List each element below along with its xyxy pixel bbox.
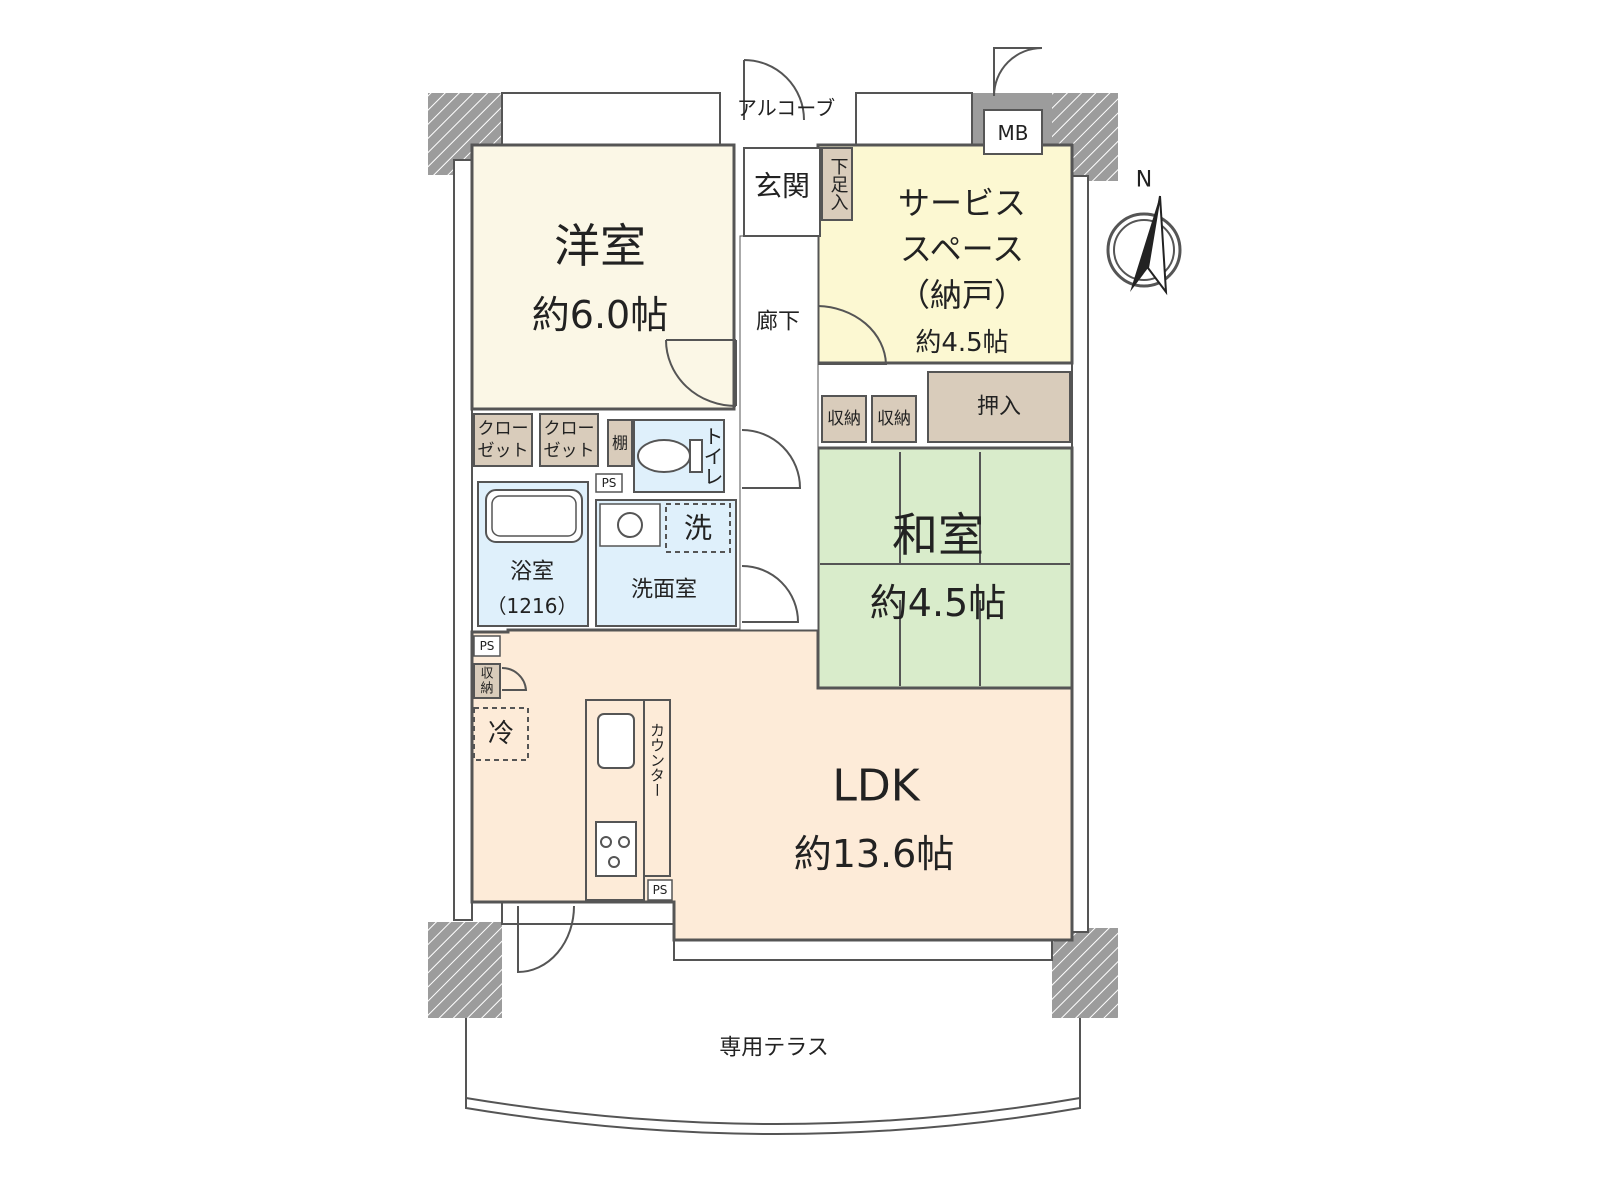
top-wall-west (501, 92, 721, 146)
closet-1-line1: クロー (478, 419, 529, 439)
entrance (743, 147, 821, 237)
mb-box (983, 109, 1043, 155)
burner-icon (600, 836, 612, 848)
washroom-door (741, 565, 800, 623)
counter-label: カウンター (648, 723, 666, 798)
right-wall (1071, 175, 1089, 933)
toilet-label: トイレ (700, 426, 724, 486)
service-door (817, 305, 888, 365)
alcove-label: アルコーブ (737, 96, 835, 120)
compass: N (1106, 168, 1182, 296)
closet-2-line2: ゼット (544, 441, 595, 461)
pipe-spaces (473, 109, 1043, 901)
oshiire-label: 押入 (977, 395, 1021, 420)
service-area: 約4.5帖 (915, 328, 1008, 358)
small-storage (473, 663, 501, 699)
shoe-box-label: 下足入 (828, 157, 849, 211)
burner-icon (618, 836, 630, 848)
compass-needle-icon (1130, 196, 1160, 292)
compass-north-label: N (1136, 168, 1152, 193)
closet-2-line1: クロー (544, 419, 595, 439)
storage-1-label: 収納 (827, 409, 861, 429)
toilet-tank-icon (689, 439, 703, 473)
ps-box (647, 879, 673, 901)
ps-label: PS (653, 883, 668, 897)
kitchen (473, 699, 645, 901)
doors (501, 47, 1043, 974)
terrace-label: 専用テラス (719, 1036, 829, 1061)
ldk-area: 約13.6帖 (794, 832, 955, 876)
fridge-space (473, 707, 529, 761)
toilet-icon (637, 439, 691, 473)
terrace-door (517, 905, 575, 974)
ps-box (595, 473, 623, 493)
small-storage-line2: 納 (480, 682, 493, 697)
western-room-area: 約6.0帖 (532, 293, 668, 337)
western-room-door (665, 339, 737, 407)
sink-icon (597, 713, 635, 769)
bathtub-inner-icon (491, 495, 577, 537)
fridge-label: 冷 (488, 719, 514, 749)
column-bottom-left (428, 922, 502, 1018)
stove-icon (595, 821, 637, 877)
ldk-name: LDK (832, 761, 920, 812)
service-name-line2: スペース (900, 230, 1024, 268)
mb-door (993, 47, 1043, 97)
closet-1-line2: ゼット (478, 441, 529, 461)
room-labels: 洋室 約6.0帖 サービス スペース （納戸） 約4.5帖 和室 約4.5帖 L… (487, 184, 1026, 876)
toilet-door (741, 429, 802, 489)
storage-1 (821, 395, 867, 443)
small-storage-line1: 収 (480, 667, 493, 682)
compass-inner (1113, 219, 1175, 281)
storage-2-label: 収納 (877, 409, 911, 429)
left-wall (453, 159, 473, 921)
mb-label: MB (998, 121, 1029, 145)
service-name-line3: （納戸） (898, 276, 1026, 314)
entrance-label: 玄関 (754, 170, 810, 203)
bathtub-icon (485, 489, 583, 543)
closet-1 (473, 413, 533, 467)
ps-label: PS (602, 476, 617, 490)
column-bottom-right (1052, 928, 1118, 1018)
misc-labels: アルコーブ MB 玄関 下足入 廊下 クロー ゼット クロー ゼット 棚 トイレ… (478, 96, 1029, 897)
top-wall-east (855, 92, 973, 146)
japanese-room (816, 446, 1074, 690)
ps-label: PS (480, 639, 495, 653)
hallway-label: 廊下 (756, 310, 800, 335)
ps-box (473, 635, 501, 657)
bottom-wall-ldk (673, 939, 1053, 961)
basin-icon (617, 512, 643, 538)
japanese-room-area: 約4.5帖 (870, 581, 1006, 625)
western-room-name: 洋室 (554, 219, 646, 273)
bath-size: （1216） (487, 594, 578, 618)
compass-needle-tail-icon (1146, 195, 1168, 296)
shelf-unit (607, 419, 633, 467)
washer-space (665, 503, 731, 553)
hallway (739, 235, 819, 631)
washbasin-icon (599, 503, 661, 547)
terrace-outline (465, 1018, 1081, 1135)
western-room (470, 143, 736, 411)
shelf-label: 棚 (612, 434, 628, 453)
storage-2 (871, 395, 917, 443)
terrace: 専用テラス (465, 1018, 1081, 1135)
closet-2 (539, 413, 599, 467)
terrace-rail (465, 1097, 1081, 1125)
fixtures (485, 439, 731, 553)
washer-label: 洗 (684, 512, 712, 545)
bottom-wall (501, 901, 675, 925)
tatami-lines (820, 452, 1070, 686)
shoe-box (821, 147, 853, 221)
japanese-room-name: 和室 (892, 508, 984, 562)
front-door (743, 59, 805, 121)
service-name-line1: サービス (898, 184, 1026, 222)
oshiire (927, 371, 1071, 443)
washroom-name: 洗面室 (631, 578, 697, 603)
storage-door (501, 666, 528, 691)
bath-name: 浴室 (510, 560, 554, 585)
burner-icon (608, 856, 620, 868)
